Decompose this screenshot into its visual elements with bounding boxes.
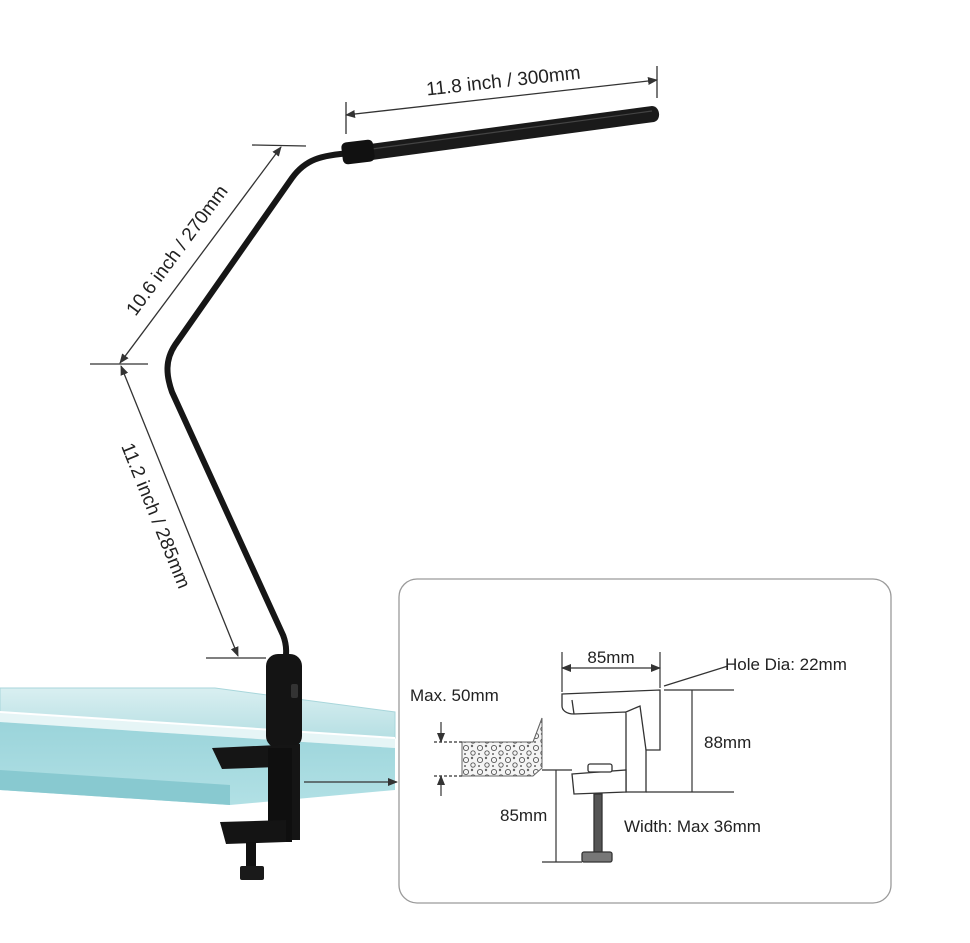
thickness-arrows (434, 722, 462, 796)
lamp-clamp (212, 744, 300, 880)
lamp-base-column (266, 654, 302, 748)
max-width-label: Width: Max 36mm (624, 817, 761, 836)
dim-lower-arm (120, 365, 266, 659)
dim-lower-arm-label: 11.2 inch / 285mm (116, 440, 193, 591)
detail-dim-height (646, 689, 734, 793)
max-thickness-label: Max. 50mm (410, 686, 499, 705)
desk-glass (0, 687, 396, 805)
detail-dim-screw (542, 769, 582, 863)
screw-length-label: 85mm (500, 806, 547, 825)
detail-dim-top (561, 652, 661, 692)
lamp (164, 106, 660, 880)
top-width-label: 85mm (587, 648, 634, 667)
hole-leader-line (663, 665, 729, 687)
power-switch (291, 684, 298, 698)
dim-upper-arm-label: 10.6 inch / 270mm (123, 182, 233, 320)
lamp-head (370, 106, 660, 160)
hole-diameter-label: Hole Dia: 22mm (725, 655, 847, 674)
lamp-gooseneck (164, 150, 355, 671)
dim-upper-arm (90, 144, 307, 365)
dim-head-label: 11.8 inch / 300mm (425, 63, 581, 101)
clamp-outline-drawing (561, 689, 661, 863)
clamp-height-label: 88mm (704, 733, 751, 752)
dim-head (345, 66, 658, 134)
lamp-head-joint (341, 139, 375, 165)
